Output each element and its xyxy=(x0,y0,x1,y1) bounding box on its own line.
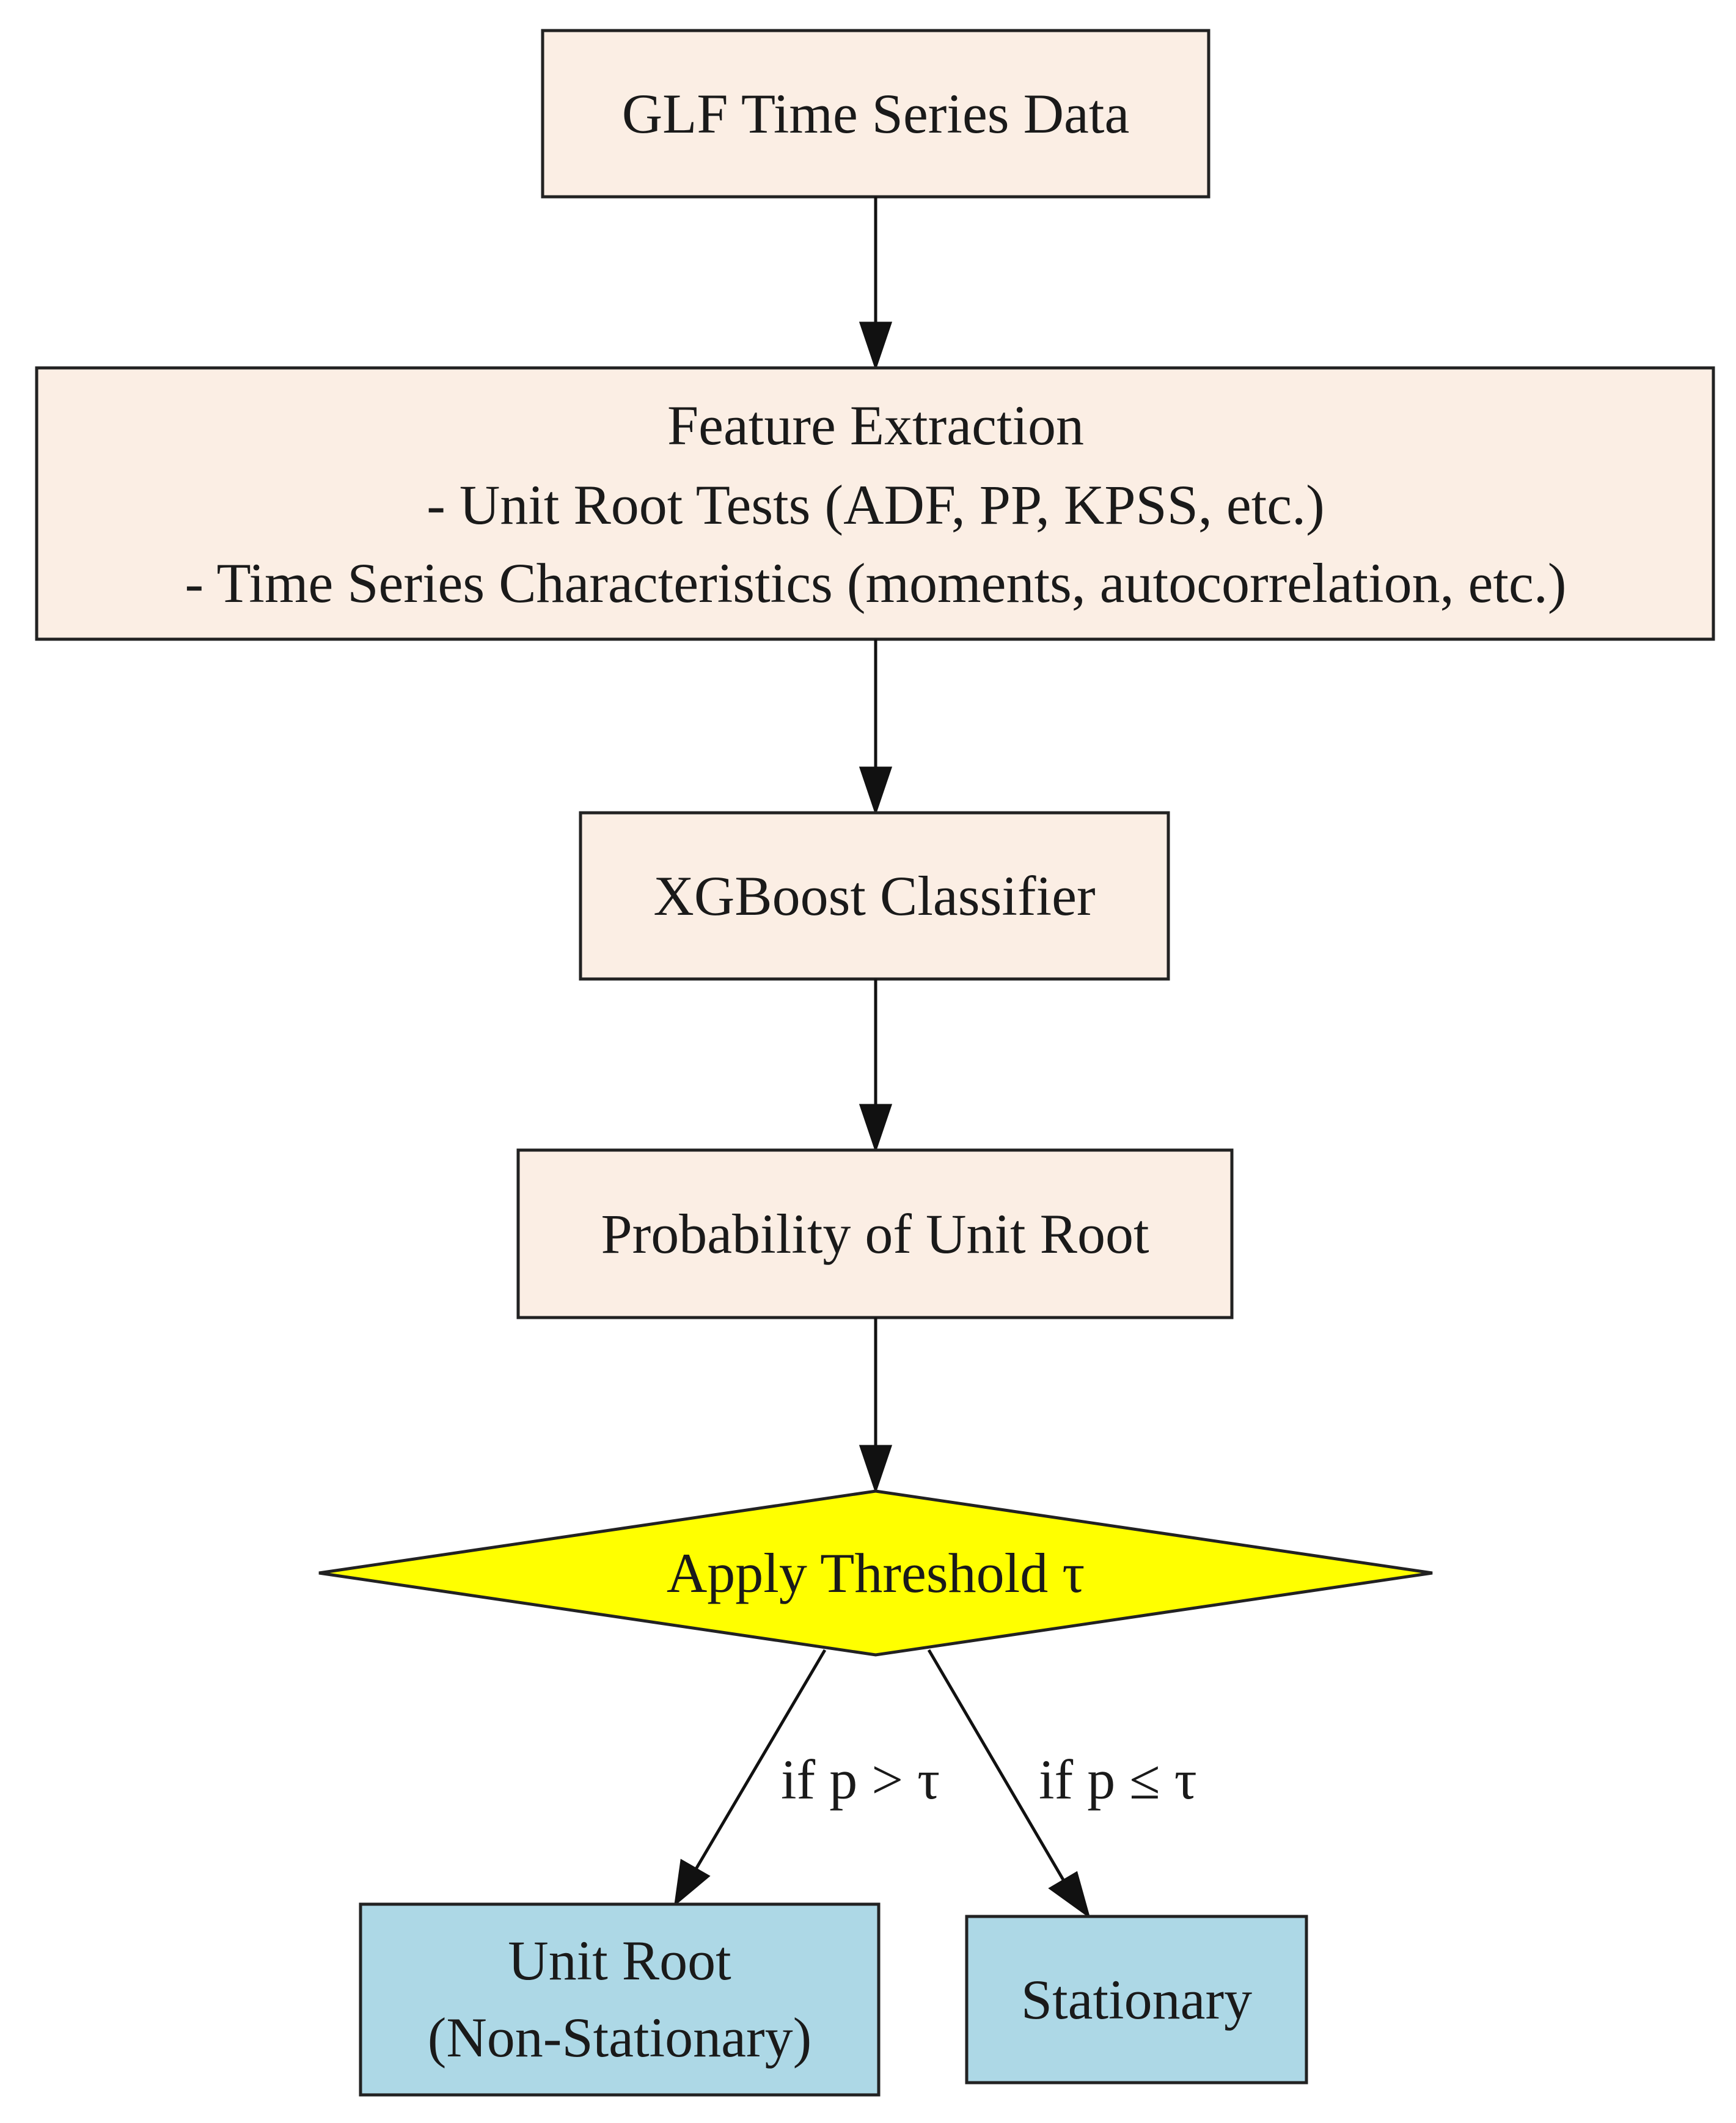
node-unit-root-line-1: Unit Root xyxy=(508,1929,731,1992)
node-apply-threshold: Apply Threshold τ xyxy=(318,1489,1433,1657)
node-glf-data-label: GLF Time Series Data xyxy=(622,82,1130,145)
node-feature-extraction: Feature Extraction - Unit Root Tests (AD… xyxy=(35,366,1715,641)
node-stationary-label: Stationary xyxy=(1021,1968,1252,2031)
node-unit-root-line-2: (Non-Stationary) xyxy=(428,2006,812,2069)
edge-threshold-to-stationary: if p ≤ τ xyxy=(927,1649,1197,1919)
edge-classifier-to-probability xyxy=(859,979,893,1153)
node-unit-root: Unit Root (Non-Stationary) xyxy=(359,1902,881,2097)
edge-data-to-features xyxy=(859,197,893,371)
node-probability: Probability of Unit Root xyxy=(516,1148,1234,1319)
node-probability-label: Probability of Unit Root xyxy=(601,1203,1149,1265)
node-glf-data: GLF Time Series Data xyxy=(541,29,1210,199)
node-xgboost-classifier-label: XGBoost Classifier xyxy=(653,865,1095,927)
node-stationary: Stationary xyxy=(965,1915,1308,2084)
edge-threshold-to-unit-root: if p > τ xyxy=(673,1649,940,1907)
edge-label-if-greater: if p > τ xyxy=(781,1748,940,1811)
edge-label-if-less-equal: if p ≤ τ xyxy=(1039,1748,1197,1811)
node-xgboost-classifier: XGBoost Classifier xyxy=(579,811,1170,981)
node-apply-threshold-label: Apply Threshold τ xyxy=(667,1542,1085,1604)
feature-extraction-line-3: - Time Series Characteristics (moments, … xyxy=(185,552,1566,614)
feature-extraction-line-1: Feature Extraction xyxy=(667,394,1084,457)
edge-features-to-classifier xyxy=(859,639,893,816)
feature-extraction-line-2: - Unit Root Tests (ADF, PP, KPSS, etc.) xyxy=(427,474,1324,536)
edge-probability-to-threshold xyxy=(859,1318,893,1494)
